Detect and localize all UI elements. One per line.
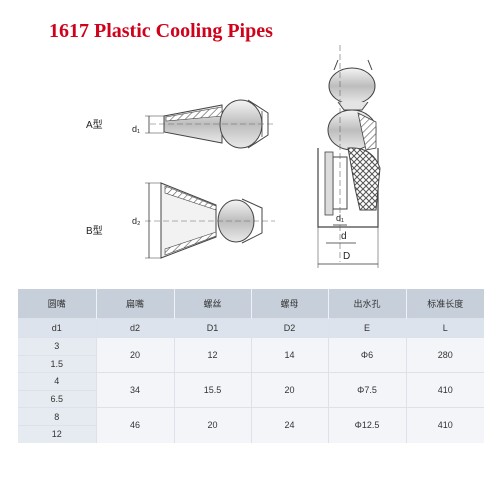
table-symbol-row: d1 d2 D1 D2 E L: [18, 318, 484, 338]
table-row: 6.5: [18, 389, 484, 408]
table-cell: L: [405, 318, 484, 338]
table-cell: E: [327, 318, 406, 338]
nozzle-type-a: [145, 99, 275, 149]
table-cell: 34: [95, 372, 174, 408]
table-cell: Φ7.5: [327, 372, 406, 408]
table-row: 12: [18, 424, 484, 443]
table-header: 螺母: [250, 289, 328, 319]
nozzle-type-b: [145, 182, 275, 259]
dim-d1-label: d₁: [336, 213, 344, 223]
table-row: 3 20 12 14 Φ6 280: [18, 336, 484, 373]
dim-d2-b-label: d₂: [132, 216, 141, 226]
table-cell: 12: [173, 336, 251, 373]
table-cell: d1: [18, 318, 96, 338]
table-cell: 4: [18, 372, 96, 391]
table-cell: 20: [95, 336, 174, 373]
table-cell: d2: [95, 318, 174, 338]
table-cell: 410: [405, 372, 484, 408]
type-a-label: A型: [86, 118, 103, 131]
spec-table: 圆嘴 扁嘴 螺丝 螺母 出水孔 标准长度 d1 d2 D1 D2 E L 3 2…: [18, 289, 484, 443]
table-cell: D1: [173, 318, 251, 338]
table-header: 螺丝: [173, 289, 251, 319]
table-cell: 280: [405, 336, 484, 373]
table-header-row: 圆嘴 扁嘴 螺丝 螺母 出水孔 标准长度: [18, 289, 484, 319]
dim-d-label: d: [341, 231, 347, 242]
table-cell: 15.5: [173, 372, 251, 408]
assembly-section: [317, 45, 381, 268]
table-cell: 12: [18, 424, 96, 443]
table-cell: 410: [405, 407, 484, 443]
table-cell: 20: [173, 407, 251, 443]
table-cell: 46: [95, 407, 174, 443]
table-row: 8 46 20 24 Φ12.5 410: [18, 407, 484, 443]
table-row: 4 34 15.5 20 Φ7.5 410: [18, 372, 484, 408]
table-cell: Φ6: [327, 336, 406, 373]
table-cell: Φ12.5: [327, 407, 406, 443]
table-cell: 1.5: [18, 354, 96, 373]
table-cell: D2: [250, 318, 328, 338]
table-header: 扁嘴: [95, 289, 174, 319]
dim-D-label: D: [343, 251, 350, 262]
table-cell: 3: [18, 337, 96, 356]
page-title: 1617 Plastic Cooling Pipes: [49, 20, 273, 42]
table-cell: 8: [18, 407, 96, 426]
technical-drawing: A型 d₁ B型 d₂: [86, 45, 381, 268]
table-header: 圆嘴: [18, 289, 96, 319]
table-cell: 24: [250, 407, 328, 443]
dim-d1-a-label: d₁: [132, 124, 140, 134]
table-cell: 20: [250, 372, 328, 408]
table-cell: 14: [250, 336, 328, 373]
table-header: 标准长度: [405, 289, 484, 319]
type-b-label: B型: [86, 224, 103, 237]
table-row: 1.5: [18, 354, 484, 373]
table-header: 出水孔: [327, 289, 406, 319]
table-cell: 6.5: [18, 389, 96, 408]
